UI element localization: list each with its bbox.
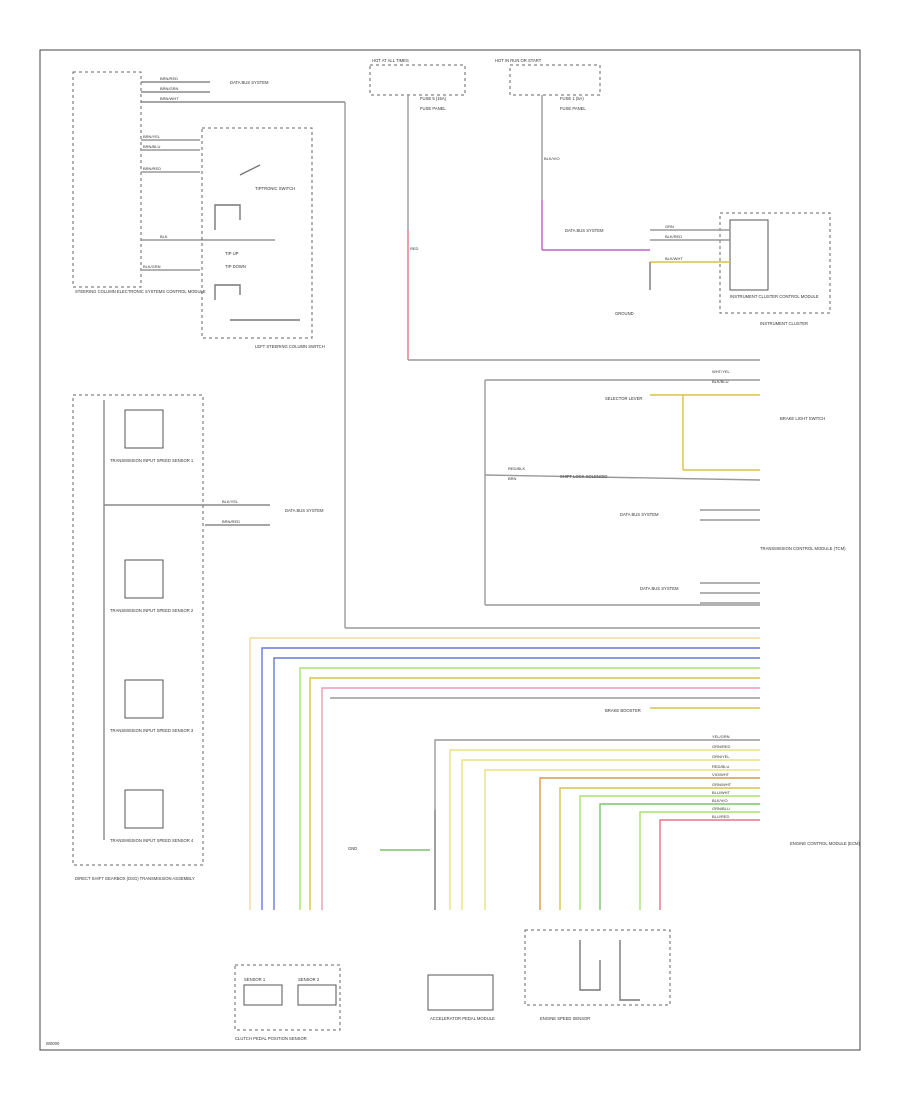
sensor-1-box	[243, 984, 283, 1006]
data-bus-label-ic: DATA BUS SYSTEM	[565, 228, 604, 233]
engine-speed-label: ENGINE SPEED SENSOR	[540, 1016, 590, 1021]
wire-code-29: GRN/BLU	[712, 806, 730, 811]
wire-code-5: BRN/BLU	[143, 144, 160, 149]
wire-code-28: BLK/VIO	[712, 798, 728, 803]
instrument-cluster-label: INSTRUMENT CLUSTER	[760, 321, 808, 326]
ecm-connector: ENGINE CONTROL MODULE (ECM) GND YEL/GRN …	[348, 734, 860, 910]
hot-label-right: HOT IN RUN OR START	[495, 58, 542, 63]
wire-code-7: BLK	[160, 234, 168, 239]
wire-code-24: RED/BLU	[712, 764, 729, 769]
wire-code-1: BRN/RED	[160, 76, 178, 81]
wire-code-10: BRN/RED	[222, 519, 240, 524]
dsg-label: DIRECT SHIFT GEARBOX (DSG) TRANSMISSION …	[75, 876, 195, 881]
wire-code-17: RED/BLK	[508, 466, 525, 471]
instrument-cluster: INSTRUMENT CLUSTER CONTROL MODULE INSTRU…	[565, 212, 831, 326]
diagram-frame	[39, 49, 861, 1051]
fuse-panel-right-label: FUSE PANEL	[560, 106, 586, 111]
range-sensor-2	[124, 559, 164, 599]
wire-code-23: GRN/YEL	[712, 754, 730, 759]
hot-label-left: HOT AT ALL TIMES	[372, 58, 409, 63]
fuse-right-box	[509, 64, 601, 96]
wire-code-8: BLK/GRN	[143, 264, 161, 269]
wire-code-18: BRN	[508, 476, 517, 481]
dsg-assembly: TRANSMISSION INPUT SPEED SENSOR 1 TRANSM…	[72, 394, 324, 881]
wire-code-19: WHT/YEL	[712, 369, 731, 374]
brake-booster-label: BRAKE BOOSTER	[605, 708, 641, 713]
wire-code-14: GRN	[665, 224, 674, 229]
steering-column-module: STEERING COLUMN ELECTRONIC SYSTEMS CONTR…	[72, 71, 345, 294]
footer-code: W0000	[46, 1041, 60, 1046]
tcm-connector: DATA BUS SYSTEM BRAKE BOOSTER	[249, 582, 760, 910]
wire-code-27: BLU/WHT	[712, 790, 731, 795]
range-sensor-4	[124, 789, 164, 829]
wire-code-21: YEL/GRN	[712, 734, 730, 739]
accelerator-box	[427, 974, 494, 1011]
tiptronic-label: TIPTRONIC SWITCH	[255, 186, 295, 191]
tcm-label: TRANSMISSION CONTROL MODULE (TCM)	[760, 546, 846, 551]
brake-light-switch-label: BRAKE LIGHT SWITCH	[780, 416, 825, 421]
instrument-cluster-box	[719, 212, 831, 314]
sensor-1-label: SENSOR 1	[244, 977, 266, 982]
instrument-cluster-ctrl-label: INSTRUMENT CLUSTER CONTROL MODULE	[730, 294, 819, 299]
data-bus-label-tcm2: DATA BUS SYSTEM	[640, 586, 679, 591]
transmission-control-module: SELECTOR LEVER BRAKE LIGHT SWITCH SHIFT …	[484, 369, 846, 606]
fuse-label-left: FUSE 5 (15A)	[420, 96, 447, 101]
fuse-left-group: HOT AT ALL TIMES FUSE 5 (15A) FUSE PANEL…	[369, 58, 760, 361]
wire-code-3: BRN/WHT	[160, 96, 179, 101]
wire-code-22: GRN/RED	[712, 744, 731, 749]
shift-lock-label: SHIFT LOCK SOLENOID	[560, 474, 607, 479]
wire-code-20: BLK/BLU	[712, 379, 729, 384]
bottom-components: SENSOR 1 SENSOR 2 CLUTCH PEDAL POSITION …	[234, 929, 671, 1041]
range-sensor-1	[124, 409, 164, 449]
wire-code-16: BLK/WHT	[665, 256, 683, 261]
wire-code-9: BLK/YEL	[222, 499, 239, 504]
wire-code-12: RED	[410, 246, 419, 251]
data-bus-label-tcm: DATA BUS SYSTEM	[620, 512, 659, 517]
selector-lever-label: SELECTOR LEVER	[605, 396, 642, 401]
steering-column-label: STEERING COLUMN ELECTRONIC SYSTEMS CONTR…	[75, 289, 206, 294]
data-bus-label-dsg: DATA BUS SYSTEM	[285, 508, 324, 513]
left-switch-label: LEFT STEERING COLUMN SWITCH	[255, 344, 325, 349]
instrument-cluster-ctrl	[729, 219, 769, 291]
range-sensor-4-label: TRANSMISSION INPUT SPEED SENSOR 4	[110, 838, 194, 843]
fuse-label-right: FUSE 1 (5A)	[560, 96, 584, 101]
left-switch-box	[201, 127, 313, 339]
gnd-label: GND	[348, 846, 357, 851]
data-bus-label-left: DATA BUS SYSTEM	[230, 80, 269, 85]
ground-point-label: GROUND	[615, 311, 634, 316]
wire-code-30: BLU/RED	[712, 814, 729, 819]
wire-code-25: VIO/WHT	[712, 772, 730, 777]
wire-code-4: BRN/YEL	[143, 134, 161, 139]
fuse-right-group: HOT IN RUN OR START FUSE 1 (5A) FUSE PAN…	[495, 58, 650, 251]
wire-code-6: BRN/RED	[143, 166, 161, 171]
sensor-group-box	[234, 964, 341, 1031]
wire-code-15: BLK/RED	[665, 234, 682, 239]
left-steering-switch: LEFT STEERING COLUMN SWITCH TIPTRONIC SW…	[201, 127, 325, 349]
sensor-2-box	[297, 984, 337, 1006]
wire-code-26: GRN/WHT	[712, 782, 732, 787]
accelerator-label: ACCELERATOR PEDAL MODULE	[430, 1016, 495, 1021]
range-sensor-2-label: TRANSMISSION INPUT SPEED SENSOR 2	[110, 608, 194, 613]
engine-speed-box	[524, 929, 671, 1006]
range-sensor-3	[124, 679, 164, 719]
wire-code-2: BRN/GRN	[160, 86, 179, 91]
ecm-label: ENGINE CONTROL MODULE (ECM)	[790, 841, 860, 846]
tip-down-label: TIP DOWN	[225, 264, 246, 269]
clutch-pedal-label: CLUTCH PEDAL POSITION SENSOR	[235, 1036, 307, 1041]
fuse-panel-left-label: FUSE PANEL	[420, 106, 446, 111]
fuse-left-box	[369, 64, 466, 96]
range-sensor-3-label: TRANSMISSION INPUT SPEED SENSOR 3	[110, 728, 194, 733]
tip-up-label: TIP UP	[225, 251, 239, 256]
wire-code-13: BLK/VIO	[544, 156, 560, 161]
sensor-2-label: SENSOR 2	[298, 977, 320, 982]
range-sensor-1-label: TRANSMISSION INPUT SPEED SENSOR 1	[110, 458, 194, 463]
steering-column-box	[72, 71, 142, 288]
